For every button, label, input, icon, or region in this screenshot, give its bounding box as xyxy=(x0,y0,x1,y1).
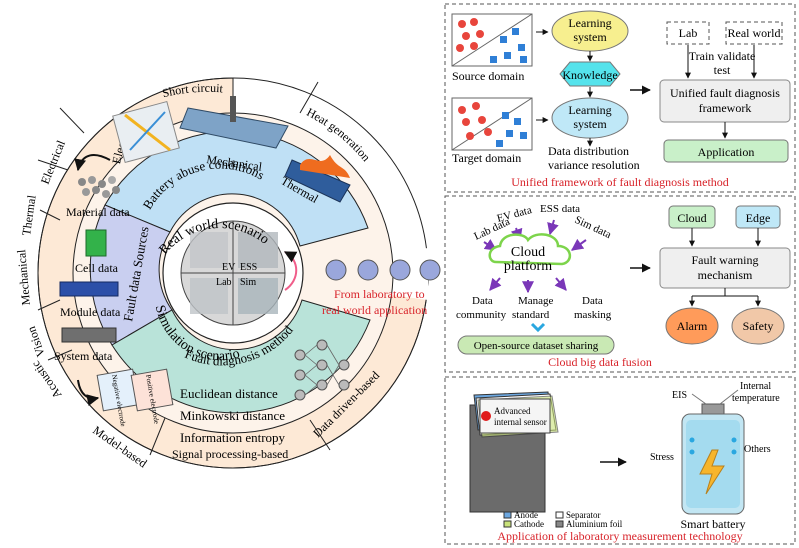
sim-data-label: Sim data xyxy=(573,214,613,241)
safety-label: Safety xyxy=(743,319,774,333)
ess-tag: ESS xyxy=(240,262,257,273)
material-data-label: Material data xyxy=(66,205,130,219)
train-label-1: Train validate xyxy=(689,49,756,63)
fault-diagnosis-ring: Short circuit Heat generation Electrical… xyxy=(14,77,429,470)
legend-aluminium-foil: Aluminium foil xyxy=(566,519,623,529)
real-world-label: Real world xyxy=(728,26,781,40)
internal-label: Internal xyxy=(740,381,771,392)
alarm-label: Alarm xyxy=(677,319,708,333)
transition-dots xyxy=(325,259,441,281)
signal-processing-label: Signal processing-based xyxy=(172,447,288,461)
vision-sensor-label: Vision xyxy=(24,325,48,359)
cloud-box-label: Cloud xyxy=(677,211,706,225)
data-community-line1: Data xyxy=(472,295,493,307)
panel2-caption: Cloud big data fusion xyxy=(548,355,652,369)
data-community-line2: community xyxy=(456,309,507,321)
lab-box xyxy=(666,21,710,45)
cloud-platform-icon xyxy=(488,233,571,266)
cell-legend: Anode Cathode Separator Aluminium foil xyxy=(503,510,623,529)
learning-system-top-line1: Learning xyxy=(568,16,611,30)
cloud-data-fusion-panel: Lab data EV data ESS data Sim data Cloud… xyxy=(444,195,796,373)
knowledge-hexagon xyxy=(559,61,621,87)
real-world-box xyxy=(725,21,783,45)
framework-line1: Unified fault diagnosis xyxy=(670,86,780,100)
distribution-line1: Data distribution xyxy=(548,144,629,158)
transition-caption-1: From laboratory to xyxy=(334,287,425,301)
cycle-arrow xyxy=(283,251,298,291)
learning-system-bottom-line1: Learning xyxy=(568,103,611,117)
target-domain-plot xyxy=(451,97,533,151)
knowledge-label: Knowledge xyxy=(562,68,617,82)
train-label-2: test xyxy=(714,63,731,77)
edge-box-label: Edge xyxy=(746,211,771,225)
electrical-abuse-illustration xyxy=(112,100,180,164)
cloud-platform-line1: Cloud xyxy=(511,245,545,260)
fault-warning-line1: Fault warning xyxy=(692,253,759,267)
lab-tag: Lab xyxy=(216,277,232,288)
thermal-sensor-label: Thermal xyxy=(19,194,39,237)
distribution-line2: variance resolution xyxy=(548,158,640,172)
ess-data-label: ESS data xyxy=(540,203,580,215)
open-source-sharing-box xyxy=(457,335,615,355)
neural-network-icon xyxy=(294,339,350,401)
thermal-abuse-illustration xyxy=(284,155,351,203)
information-entropy-label: Information entropy xyxy=(180,430,286,445)
manage-standard-line1: Manage xyxy=(518,295,554,307)
safety-ellipse xyxy=(731,307,785,345)
acoustic-sensor-label: Acoustic xyxy=(29,358,65,401)
legend-separator: Separator xyxy=(566,510,600,520)
pouch-cell-illustration: Advanced internal sensor xyxy=(469,391,559,513)
panel1-caption: Unified framework of fault diagnosis met… xyxy=(511,175,729,189)
temperature-label: temperature xyxy=(732,393,780,404)
panel3-caption: Application of laboratory measurement te… xyxy=(497,529,742,543)
sources-arrow-top xyxy=(74,154,111,172)
system-data-icon xyxy=(61,327,117,343)
cell-data-label: Cell data xyxy=(75,261,119,275)
smart-battery-label: Smart battery xyxy=(681,517,746,531)
open-source-sharing-label: Open-source dataset sharing xyxy=(474,340,599,352)
method-ring xyxy=(111,299,371,414)
ev-data-label: EV data xyxy=(496,204,534,225)
alarm-ellipse xyxy=(665,307,719,345)
source-domain-plot xyxy=(451,13,533,67)
euclidean-distance-label: Euclidean distance xyxy=(180,386,278,401)
mechanical-sensor-label: Mechanical xyxy=(14,248,33,306)
cell-data-icon xyxy=(85,229,107,257)
sim-tag: Sim xyxy=(240,277,256,288)
ev-tag: EV xyxy=(222,262,236,273)
module-data-icon xyxy=(59,281,119,297)
stress-label: Stress xyxy=(650,452,674,463)
material-data-icon xyxy=(78,176,120,198)
data-masking-line2: masking xyxy=(574,309,612,321)
mechanical-abuse-illustration xyxy=(179,96,289,149)
target-domain-label: Target domain xyxy=(452,151,521,165)
fault-warning-line2: mechanism xyxy=(698,268,753,282)
manage-standard-line2: standard xyxy=(512,309,550,321)
learning-system-bottom-line2: system xyxy=(573,117,607,131)
legend-anode: Anode xyxy=(514,510,538,520)
framework-line2: framework xyxy=(699,101,752,115)
lab-label: Lab xyxy=(679,26,698,40)
source-domain-label: Source domain xyxy=(452,69,524,83)
others-label: Others xyxy=(744,444,771,455)
learning-system-top-line2: system xyxy=(573,30,607,44)
data-masking-line1: Data xyxy=(582,295,603,307)
module-data-label: Module data xyxy=(60,305,121,319)
eis-label: EIS xyxy=(672,390,687,401)
legend-cathode: Cathode xyxy=(514,519,544,529)
smart-battery-illustration xyxy=(681,389,745,515)
system-data-label: System data xyxy=(54,349,113,363)
sources-arrow-bottom xyxy=(77,379,100,406)
cloud-platform-line2: platform xyxy=(504,259,552,274)
unified-framework-panel: Source domain Target domain Learning sys… xyxy=(444,3,796,193)
measurement-technology-panel: Advanced internal sensor Anode Cathode S… xyxy=(444,376,796,545)
advanced-sensor-line2: internal sensor xyxy=(494,417,547,427)
advanced-sensor-line1: Advanced xyxy=(494,406,531,416)
transition-caption-2: real world application xyxy=(322,303,427,317)
down-chevron-icon xyxy=(530,322,546,333)
application-box xyxy=(663,139,789,163)
minkowski-distance-label: Minkowski distance xyxy=(180,408,285,423)
application-label: Application xyxy=(698,145,755,159)
